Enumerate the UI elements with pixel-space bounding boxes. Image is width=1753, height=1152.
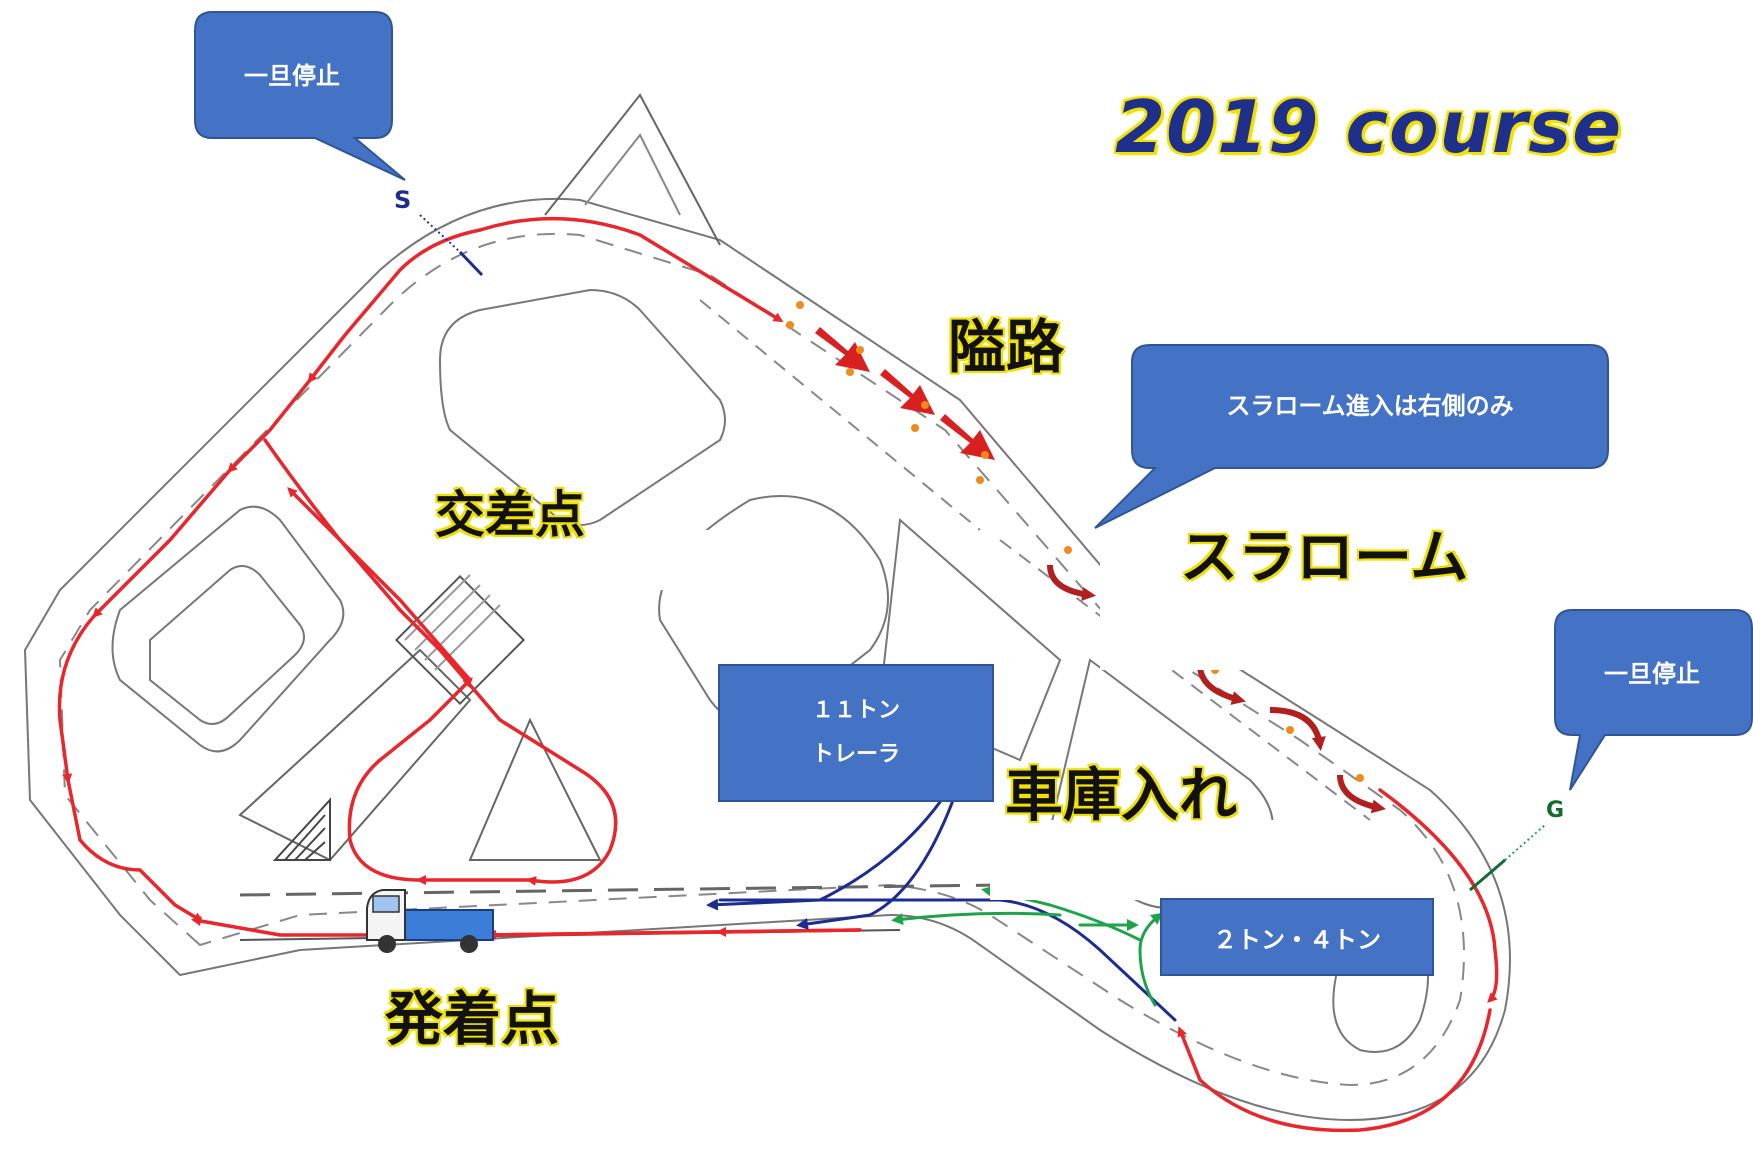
marker-goal: G	[1546, 798, 1565, 823]
mask-1	[500, 530, 740, 590]
callout-slalom-note: スラローム進入は右側のみ	[1094, 344, 1609, 529]
route-main	[57, 216, 1499, 1133]
start-leader	[419, 214, 461, 253]
label-garage: 車庫入れ	[1005, 761, 1238, 829]
box-trailer-line2: トレーラ	[811, 742, 900, 767]
callout-stop-top-text: 一旦停止	[244, 62, 340, 90]
callout-stop-top: 一旦停止	[194, 11, 406, 181]
box-trailer: １１トン トレーラ	[718, 664, 994, 802]
label-narrow-road: 隘路	[948, 313, 1065, 381]
callout-stop-right: 一旦停止	[1554, 609, 1753, 791]
label-start-point: 発着点	[385, 985, 560, 1053]
mask-2	[1100, 560, 1290, 670]
label-intersection: 交差点	[435, 486, 585, 544]
narrow-road-arrows	[815, 327, 995, 460]
mask-3	[990, 820, 1360, 900]
callout-stop-right-text: 一旦停止	[1604, 660, 1700, 688]
start-line	[458, 250, 484, 277]
box-small-trucks: ２トン・４トン	[1160, 898, 1434, 976]
box-trailer-line1: １１トン	[811, 698, 900, 723]
truck-icon	[366, 889, 494, 953]
goal-leader	[1504, 824, 1546, 861]
label-slalom: スラローム	[1180, 523, 1469, 591]
box-small-trucks-text: ２トン・４トン	[1213, 925, 1381, 954]
goal-line	[1469, 858, 1506, 892]
course-title: 2019 course	[1115, 85, 1623, 169]
callout-slalom-note-text: スラローム進入は右側のみ	[1226, 392, 1513, 420]
marker-start: S	[394, 186, 412, 214]
